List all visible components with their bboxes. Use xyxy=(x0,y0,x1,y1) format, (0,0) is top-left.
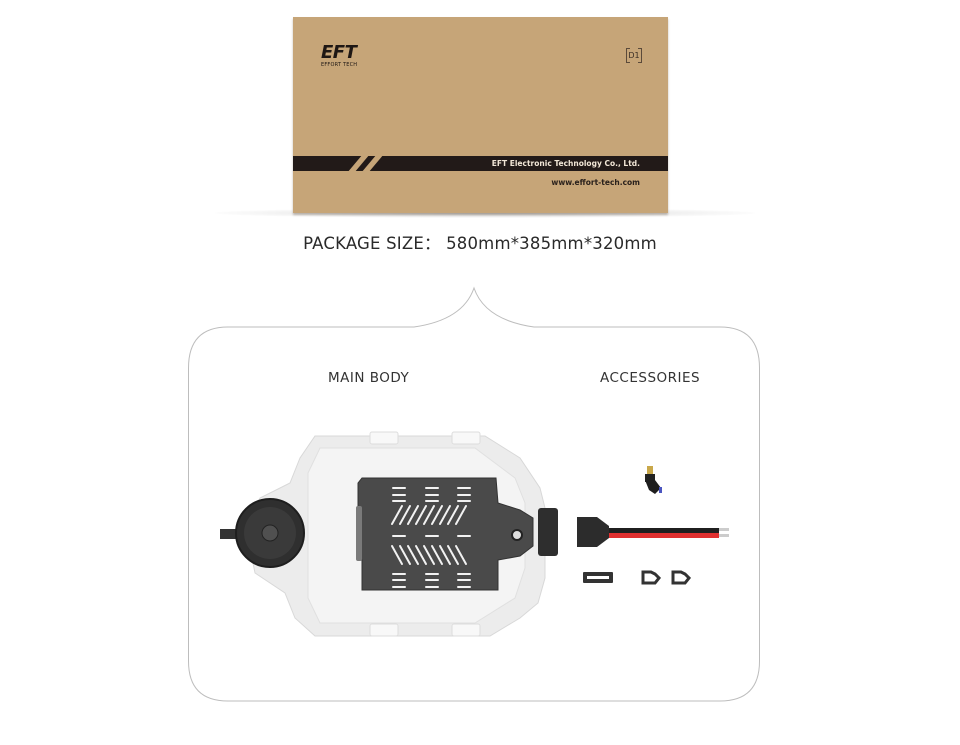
company-band: EFT Electronic Technology Co., Ltd. xyxy=(293,156,668,171)
eft-logo: EFT EFFORT TECH xyxy=(321,42,358,69)
company-name: EFT Electronic Technology Co., Ltd. xyxy=(491,159,640,168)
box-shadow xyxy=(215,208,755,218)
contents-panel-outline xyxy=(188,286,760,702)
package-box-image: EFT EFFORT TECH D1 EFT Electronic Techno… xyxy=(293,17,668,213)
main-body-title: MAIN BODY xyxy=(328,370,410,386)
power-cable-icon xyxy=(577,517,729,547)
elbow-connector-icon xyxy=(645,466,662,494)
logo-mark: EFT xyxy=(321,42,357,63)
company-website: www.effort-tech.com xyxy=(551,178,640,187)
pipe-clamp-icon xyxy=(641,570,692,585)
package-size-label: PACKAGE SIZE： 580mm*385mm*320mm xyxy=(303,234,657,253)
mounting-bracket-icon xyxy=(583,572,613,583)
accessories-image xyxy=(577,466,729,585)
model-tag: D1 xyxy=(626,48,642,63)
logo-subtitle: EFFORT TECH xyxy=(321,62,358,68)
spray-tank-main-body-image xyxy=(220,431,558,637)
accessories-title: ACCESSORIES xyxy=(600,370,701,386)
